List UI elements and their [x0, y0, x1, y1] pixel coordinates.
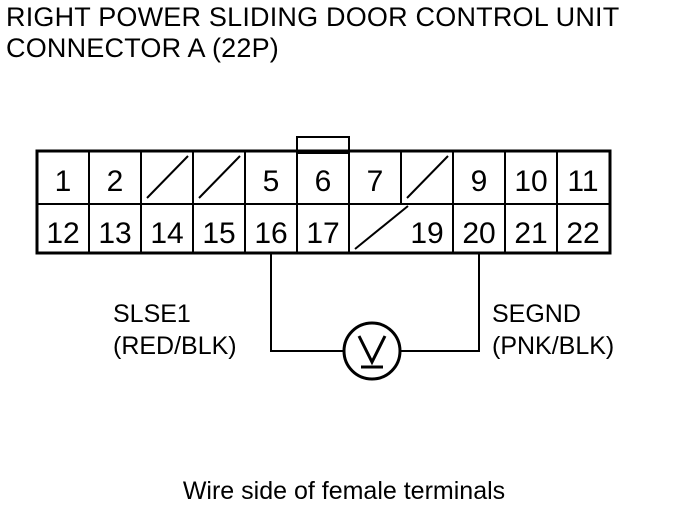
pin-15: 15: [202, 217, 235, 250]
pin-22: 22: [566, 217, 599, 250]
pin-5: 5: [263, 165, 280, 198]
unused-cavity-4: [198, 155, 241, 199]
pin-17: 17: [306, 217, 339, 250]
pin-16: 16: [254, 217, 287, 250]
pin-21: 21: [514, 217, 547, 250]
title-line-1: RIGHT POWER SLIDING DOOR CONTROL UNIT: [6, 2, 620, 32]
bottom-row-dividers: [88, 204, 558, 253]
pin-6: 6: [315, 165, 332, 198]
pin-19: 19: [410, 217, 443, 250]
top-row-dividers: [88, 151, 558, 204]
title-line-2: CONNECTOR A (22P): [6, 33, 279, 63]
left-probe-signal: SLSE1: [113, 300, 191, 328]
connector-body: [35, 149, 612, 255]
pin-20: 20: [462, 217, 495, 250]
pin-1: 1: [55, 165, 72, 198]
diagram-title: RIGHT POWER SLIDING DOOR CONTROL UNIT CO…: [6, 2, 619, 64]
pin-7: 7: [367, 165, 384, 198]
left-probe-wire-color: (RED/BLK): [113, 332, 237, 360]
probe-labels: SLSE1 (RED/BLK) SEGND (PNK/BLK): [113, 300, 614, 360]
voltmeter-icon: [342, 321, 402, 381]
unused-cavity-8: [406, 155, 449, 199]
probe-wire-left: [270, 253, 344, 352]
unused-cavity-3: [146, 155, 189, 199]
pin-13: 13: [98, 217, 131, 250]
pin-12: 12: [46, 217, 79, 250]
diagram-caption: Wire side of female terminals: [182, 477, 506, 505]
connector-lock-tab: [296, 136, 350, 154]
pin-9: 9: [471, 165, 488, 198]
right-probe-signal: SEGND: [492, 300, 581, 328]
pin-2: 2: [107, 165, 124, 198]
pin-14: 14: [150, 217, 183, 250]
bottom-row-pins: 12 13 14 15 16 17 19 20 21 22: [46, 217, 599, 250]
pin-10: 10: [514, 165, 547, 198]
probe-wire-right: [401, 253, 480, 352]
right-probe-wire-color: (PNK/BLK): [492, 332, 614, 360]
top-row-pins: 1 2 5 6 7 9 10 11: [55, 165, 599, 198]
unused-cavity-18: [354, 205, 409, 250]
pin-11: 11: [567, 165, 598, 198]
